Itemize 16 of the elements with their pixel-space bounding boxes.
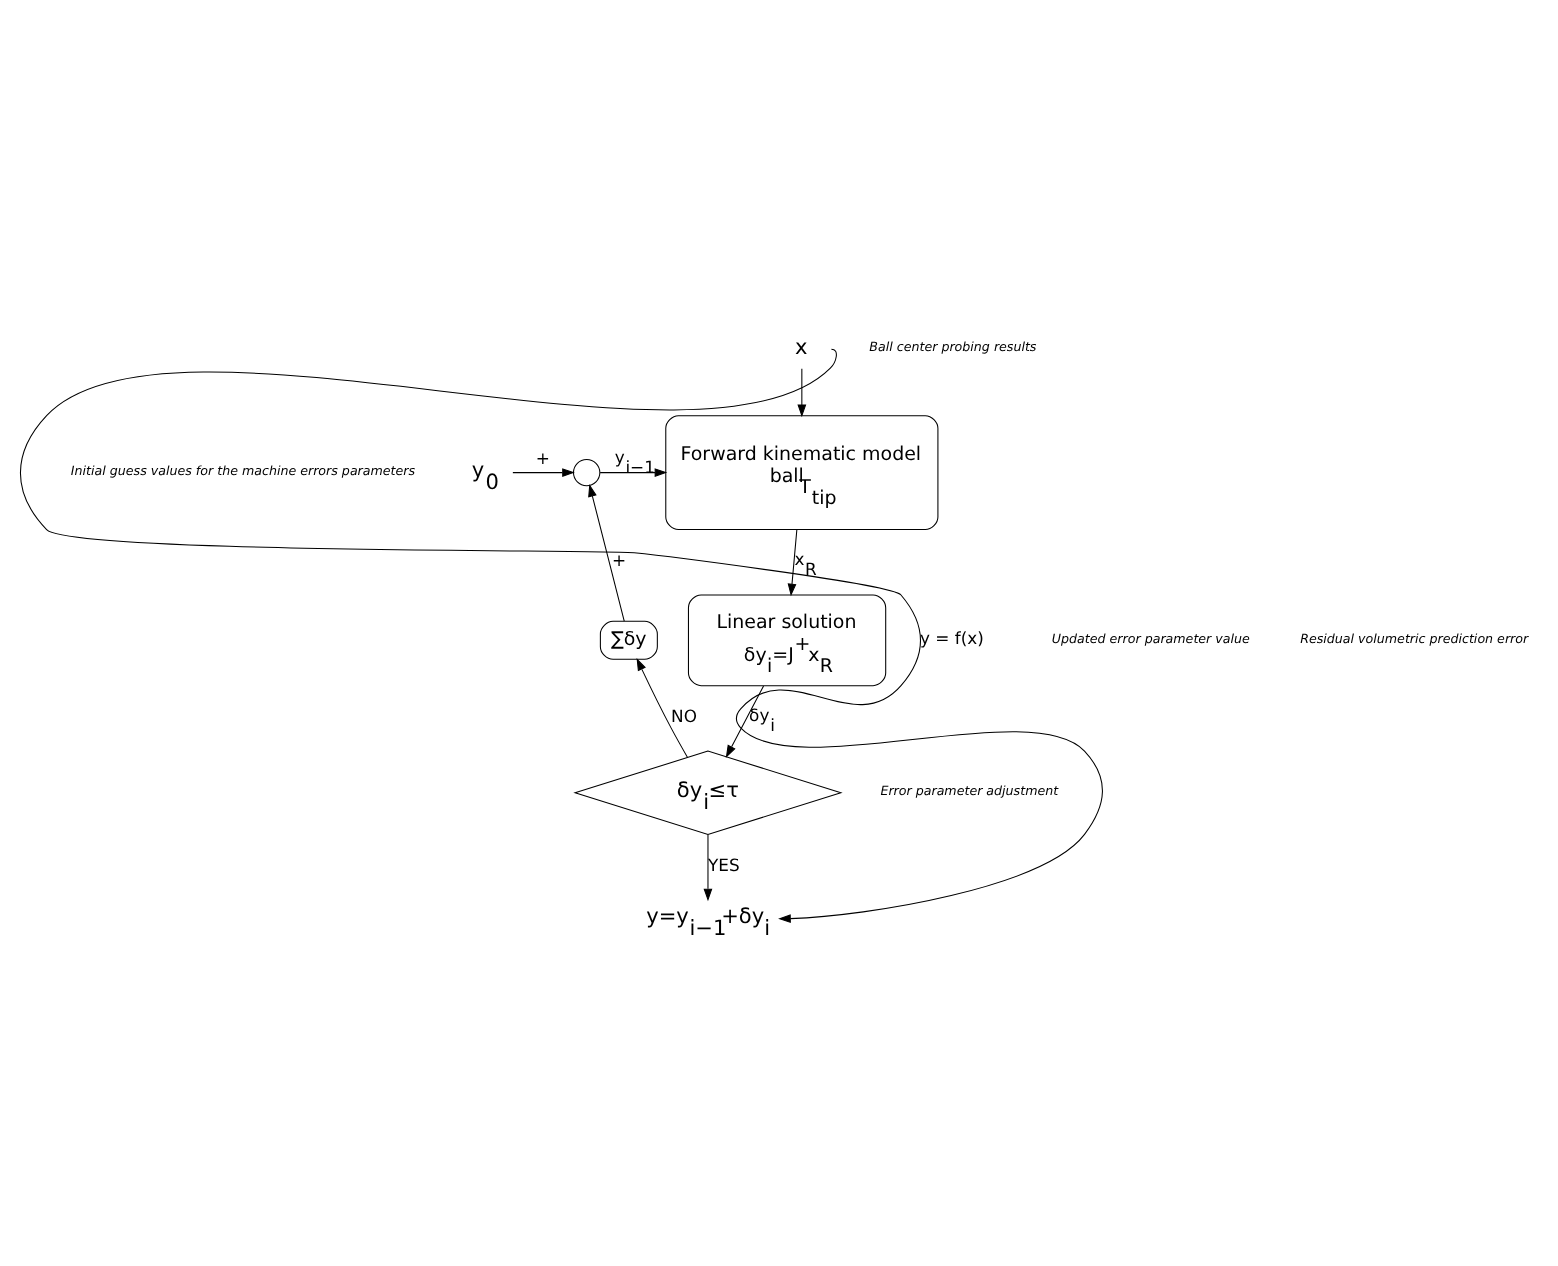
arrow xyxy=(19,347,1103,923)
arrow xyxy=(588,483,625,621)
arrow xyxy=(703,833,713,901)
arrow xyxy=(787,528,798,596)
node-text: x xyxy=(794,335,808,360)
edge-label: NO xyxy=(671,705,697,726)
node-box: ∑δy xyxy=(599,619,658,659)
arrow xyxy=(636,657,688,757)
arrow xyxy=(797,367,807,417)
arrow xyxy=(725,684,765,757)
node-circle xyxy=(572,457,601,486)
edge-label: + xyxy=(611,549,627,570)
arrow xyxy=(512,467,575,477)
edge-label: + xyxy=(535,446,550,467)
edge-label: YES xyxy=(707,854,740,875)
arrow xyxy=(599,467,668,477)
